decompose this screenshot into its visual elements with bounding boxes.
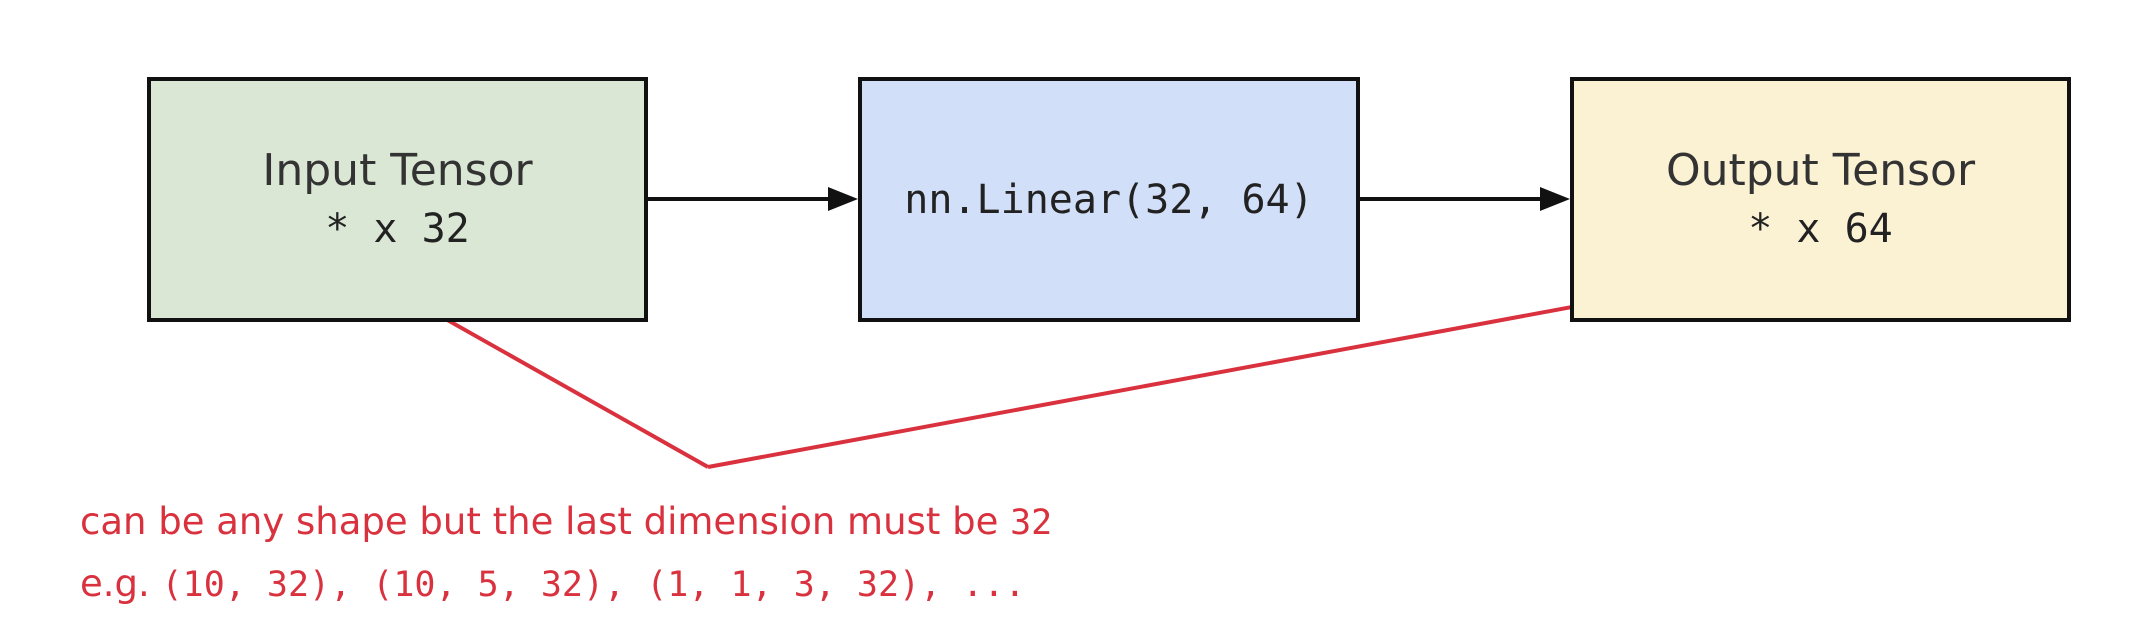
annotation-line-2-code: (10, 32), (10, 5, 32), (1, 1, 3, 32), ..… (161, 565, 1026, 605)
output-tensor-shape: * x 64 (1748, 205, 1893, 252)
annotation-line-2-prefix: e.g. (80, 562, 162, 605)
input-tensor-shape: * x 32 (325, 205, 470, 252)
edge-input-to-linear (648, 187, 858, 211)
annotation-line-1-text: can be any shape but the last dimension … (80, 500, 1011, 543)
edge-linear-to-output (1360, 187, 1570, 211)
annotation-line-1: can be any shape but the last dimension … (80, 500, 1052, 544)
arrowhead (1540, 187, 1570, 211)
annotation-line-1-code: 32 (1010, 503, 1053, 543)
arrowhead (828, 187, 858, 211)
input-tensor-title: Input Tensor (262, 145, 533, 197)
input-tensor-box: Input Tensor * x 32 (147, 77, 648, 322)
output-tensor-title: Output Tensor (1665, 145, 1976, 197)
output-tensor-box: Output Tensor * x 64 (1570, 77, 2071, 322)
linear-layer-label: nn.Linear(32, 64) (904, 176, 1314, 223)
annotation-line-2: e.g. (10, 32), (10, 5, 32), (1, 1, 3, 32… (80, 562, 1026, 606)
linear-layer-box: nn.Linear(32, 64) (858, 77, 1360, 322)
